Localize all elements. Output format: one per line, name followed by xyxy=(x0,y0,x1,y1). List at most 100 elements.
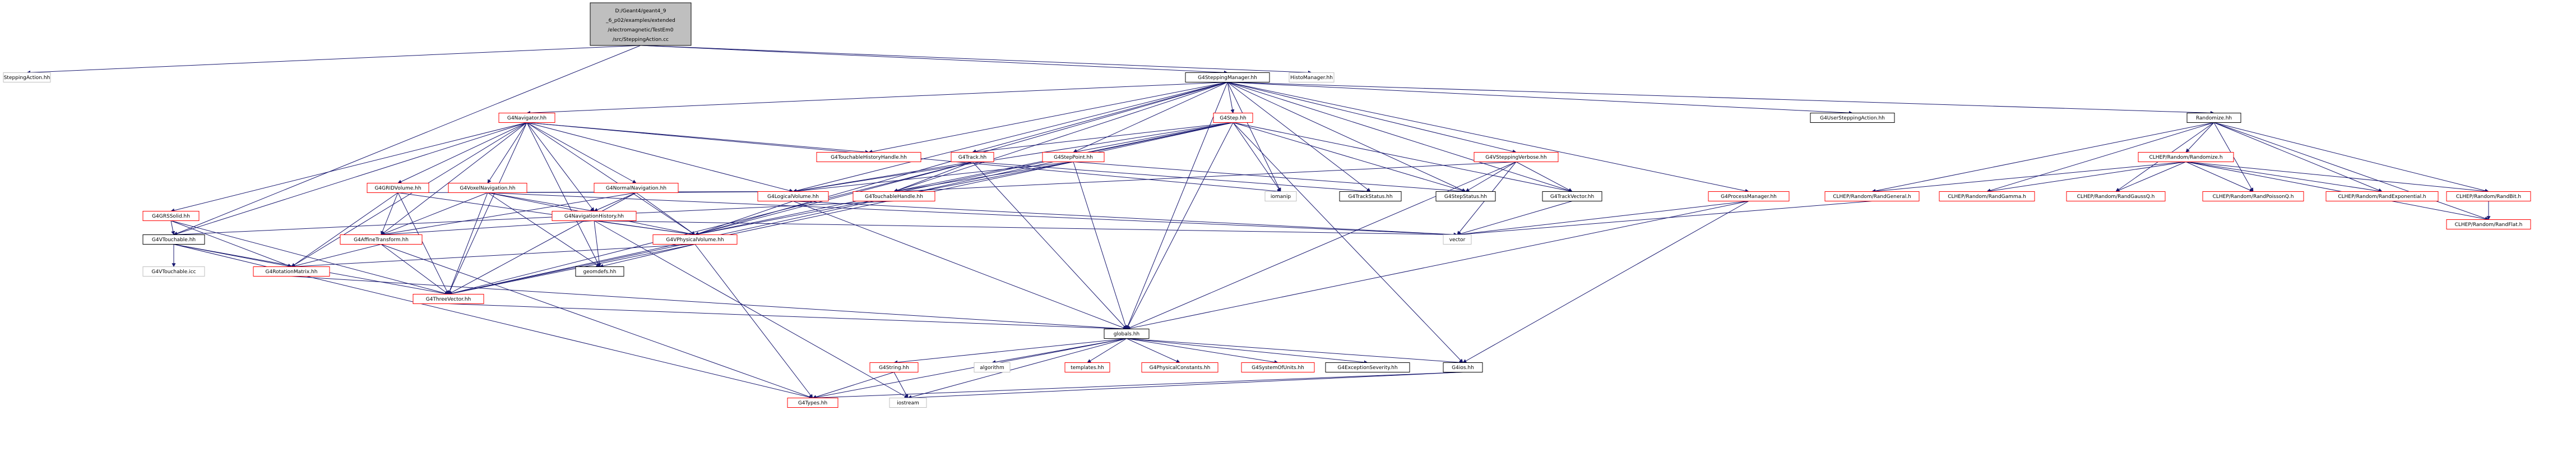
node-randbit[interactable]: CLHEP/Random/RandBit.h xyxy=(2446,191,2531,201)
node-box xyxy=(1241,362,1315,372)
node-clhep_rand[interactable]: CLHEP/Random/Randomize.h xyxy=(2138,152,2234,162)
node-iostream[interactable]: iostream xyxy=(889,398,927,408)
node-verbose[interactable]: G4VSteppingVerbose.hh xyxy=(1474,152,1559,162)
edge-stepmgr-touchhist xyxy=(868,82,1228,154)
node-randflat[interactable]: CLHEP/Random/RandFlat.h xyxy=(2446,219,2531,229)
edge-touchhandle-vtouchable xyxy=(173,201,895,237)
node-geomdefs[interactable]: geomdefs.hh xyxy=(575,266,624,277)
edge-normalnav-affine xyxy=(381,192,637,236)
node-histo[interactable]: HistoManager.hh xyxy=(1289,72,1335,82)
node-syscfg[interactable]: G4SystemOfUnits.hh xyxy=(1241,362,1315,372)
node-box xyxy=(1435,191,1496,201)
edge-stepmgr-navigator xyxy=(526,82,1228,115)
node-randgaussq[interactable]: CLHEP/Random/RandGaussQ.h xyxy=(2066,191,2166,201)
node-trackstatus[interactable]: G4TrackStatus.hh xyxy=(1339,191,1402,201)
edge-verbose-trackvector xyxy=(1516,162,1573,192)
node-label: algorithm xyxy=(980,365,1004,371)
root-node-source-file[interactable]: D:/Geant4/geant4_9 _6_p02/examples/exten… xyxy=(590,2,692,46)
edge-verbose-stepstatus xyxy=(1465,162,1517,192)
node-track[interactable]: G4Track.hh xyxy=(951,152,994,162)
node-label: G4StepPoint.hh xyxy=(1054,155,1093,160)
node-randgamma[interactable]: CLHEP/Random/RandGamma.h xyxy=(1939,191,2035,201)
node-box xyxy=(2138,152,2234,162)
node-label: G4StepStatus.hh xyxy=(1444,194,1487,200)
node-stepmgr[interactable]: G4SteppingManager.hh xyxy=(1185,72,1270,82)
node-stepstatus[interactable]: G4StepStatus.hh xyxy=(1435,191,1496,201)
node-steppoint[interactable]: G4StepPoint.hh xyxy=(1042,152,1105,162)
node-usersa[interactable]: G4UserSteppingAction.hh xyxy=(1810,113,1895,123)
node-randgeneral[interactable]: CLHEP/Random/RandGeneral.h xyxy=(1824,191,1920,201)
edge-clhep_rand-randexpo xyxy=(2185,162,2383,194)
edge-globals-physconst xyxy=(1126,338,1180,363)
edge-gridsolid-vtouchable xyxy=(170,220,175,236)
node-navigator[interactable]: G4Navigator.hh xyxy=(498,113,555,123)
node-rotmatrix[interactable]: G4RotationMatrix.hh xyxy=(253,266,330,277)
node-g4types[interactable]: G4Types.hh xyxy=(787,398,838,408)
node-procmgr[interactable]: G4ProcessManager.hh xyxy=(1708,191,1790,201)
node-threevector[interactable]: G4ThreeVector.hh xyxy=(413,294,484,304)
node-touchhandle[interactable]: G4TouchableHandle.hh xyxy=(853,191,935,201)
node-navhistory[interactable]: G4NavigationHistory.hh xyxy=(552,211,637,221)
node-label: HistoManager.hh xyxy=(1290,75,1333,81)
node-box xyxy=(1939,191,2035,201)
node-physconst[interactable]: G4PhysicalConstants.hh xyxy=(1141,362,1218,372)
edge-navhistory-geomdefs xyxy=(594,220,601,268)
edge-globals-iostream xyxy=(907,338,1127,399)
node-label: G4TrackStatus.hh xyxy=(1348,194,1392,200)
node-algorithm[interactable]: algorithm xyxy=(974,362,1011,372)
node-gridsolid[interactable]: G4GRSSolid.hh xyxy=(142,211,200,221)
node-vtouchicc[interactable]: G4VTouchable.icc xyxy=(142,266,205,277)
node-step[interactable]: G4Step.hh xyxy=(1213,113,1253,123)
node-templates[interactable]: templates.hh xyxy=(1064,362,1110,372)
root-title-line-1: D:/Geant4/geant4_9 xyxy=(615,8,666,14)
node-vector[interactable]: vector xyxy=(1443,234,1472,245)
node-globals[interactable]: globals.hh xyxy=(1104,329,1150,339)
edge-navigator-navhistory xyxy=(526,122,595,212)
node-randomize[interactable]: Randomize.hh xyxy=(2186,113,2241,123)
edge-randgeneral-vector xyxy=(1457,201,1873,237)
node-exception[interactable]: G4ExceptionSeverity.hh xyxy=(1325,362,1410,372)
node-touchhist[interactable]: G4TouchableHistoryHandle.hh xyxy=(816,152,921,162)
node-randexpo[interactable]: CLHEP/Random/RandExponential.h xyxy=(2325,191,2439,201)
node-normalnav[interactable]: G4NormalNavigation.hh xyxy=(594,183,679,193)
node-label: G4AffineTransform.hh xyxy=(354,237,409,243)
node-box xyxy=(1185,72,1270,82)
node-box xyxy=(142,211,200,221)
node-vphysical[interactable]: G4VPhysicalVolume.hh xyxy=(652,234,738,245)
node-label: CLHEP/Random/RandGamma.h xyxy=(1948,194,2026,200)
node-box xyxy=(1339,191,1402,201)
node-box xyxy=(974,362,1011,372)
node-g4ios[interactable]: G4ios.hh xyxy=(1443,362,1483,372)
node-box xyxy=(816,152,921,162)
node-label: Randomize.hh xyxy=(2196,116,2232,121)
edge-randomize-randexpo xyxy=(2213,122,2383,192)
node-label: CLHEP/Random/RandGaussQ.h xyxy=(2077,194,2155,200)
edge-step-track xyxy=(972,122,1234,154)
node-stepaction[interactable]: SteppingAction.hh xyxy=(3,72,51,82)
edge-root-stepaction xyxy=(26,45,641,75)
node-label: CLHEP/Random/Randomize.h xyxy=(2149,155,2222,160)
node-box xyxy=(1824,191,1920,201)
root-title-line-2: _6_p02/examples/extended xyxy=(605,18,675,24)
node-vtouchable[interactable]: G4VTouchable.hh xyxy=(142,234,205,245)
edge-stepmgr-stepstatus xyxy=(1227,82,1466,192)
node-affine[interactable]: G4AffineTransform.hh xyxy=(340,234,423,245)
edge-navigator-geomdefs xyxy=(526,122,600,268)
node-box xyxy=(2186,113,2241,123)
node-grid[interactable]: G4GRIDVolume.hh xyxy=(367,183,429,193)
node-box xyxy=(2446,191,2531,201)
node-box xyxy=(498,113,555,123)
node-logical[interactable]: G4LogicalVolume.hh xyxy=(757,191,829,201)
edge-navigator-normalnav xyxy=(526,122,637,183)
edge-gridsolid-rotmatrix xyxy=(170,220,292,268)
node-label: G4TouchableHistoryHandle.hh xyxy=(831,155,907,160)
node-box xyxy=(3,72,51,82)
node-randpoisson[interactable]: CLHEP/Random/RandPoissonQ.h xyxy=(2202,191,2304,201)
node-g4string[interactable]: G4String.hh xyxy=(869,362,919,372)
node-label: vector xyxy=(1449,237,1466,243)
node-label: G4Navigator.hh xyxy=(507,116,546,121)
node-box xyxy=(1104,329,1150,339)
node-trackvector[interactable]: G4TrackVector.hh xyxy=(1542,191,1602,201)
node-smanip[interactable]: iomanip xyxy=(1264,191,1297,201)
node-voxelnav[interactable]: G4VoxelNavigation.hh xyxy=(448,183,527,193)
